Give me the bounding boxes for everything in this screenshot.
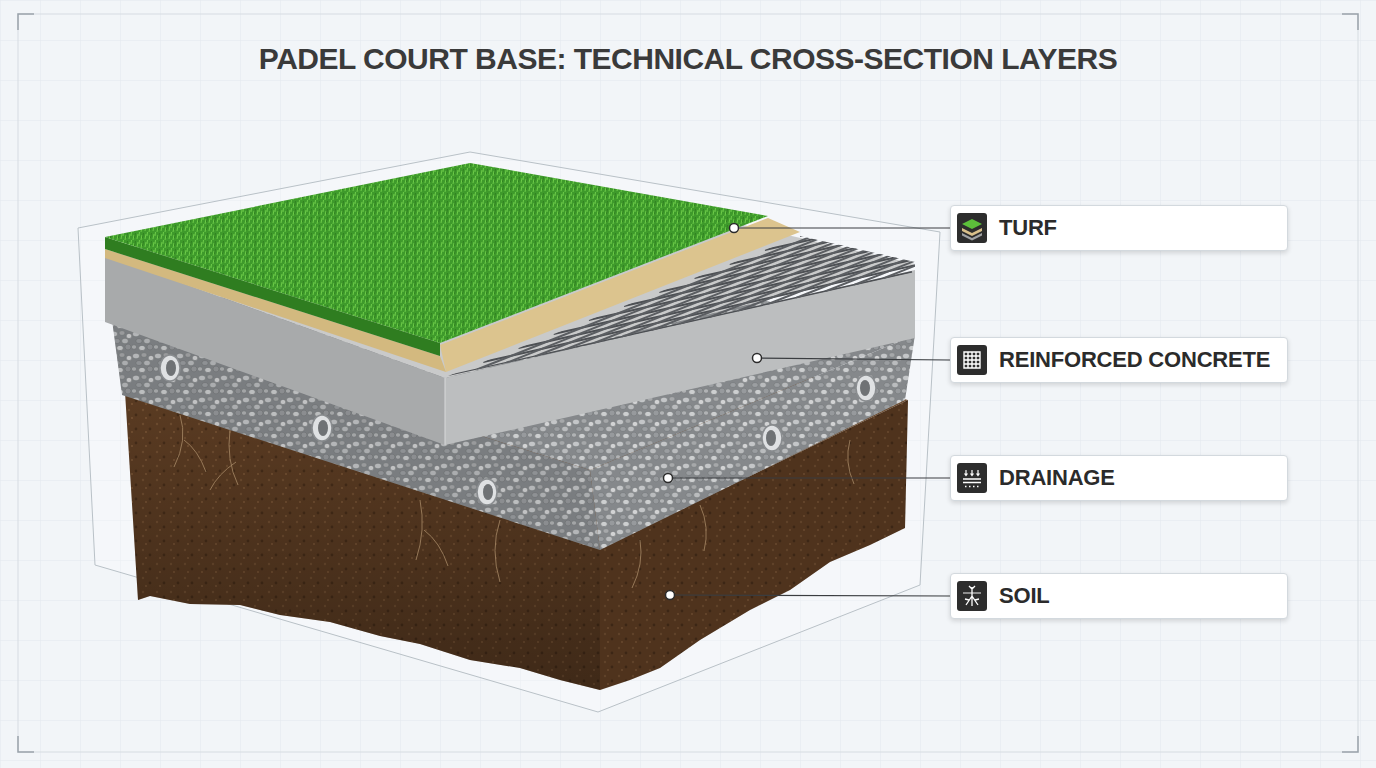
pipe-bore bbox=[483, 484, 493, 500]
concrete-edge bbox=[445, 378, 446, 445]
pipe bbox=[312, 415, 332, 441]
pipe-bore bbox=[318, 420, 328, 436]
turf-top bbox=[105, 163, 768, 343]
pipe-bore bbox=[166, 360, 176, 376]
leader-dot bbox=[753, 354, 762, 363]
leader-line bbox=[668, 477, 950, 478]
pipe bbox=[856, 375, 876, 401]
icon-tile bbox=[957, 345, 987, 375]
wire-box bbox=[78, 152, 940, 712]
pipe bbox=[477, 479, 497, 505]
layer-icon bbox=[957, 213, 987, 243]
layer-label: TURF bbox=[999, 215, 1057, 241]
icon-drops bbox=[965, 470, 980, 476]
frame-corner bbox=[18, 14, 1358, 752]
callout-box: DRAINAGE bbox=[950, 455, 1288, 501]
layer-icon bbox=[957, 581, 987, 611]
layer-icon bbox=[957, 463, 987, 493]
callout-box: REINFORCED CONCRETE bbox=[950, 337, 1288, 383]
title-wrap: PADEL COURT BASE: TECHNICAL CROSS-SECTIO… bbox=[0, 42, 1376, 76]
icon-tile bbox=[957, 213, 987, 243]
leader-line bbox=[734, 227, 950, 228]
leader-dot bbox=[730, 224, 739, 233]
leader-line bbox=[757, 358, 950, 360]
leader-line bbox=[670, 595, 950, 596]
pipe-bore bbox=[860, 380, 870, 396]
frame bbox=[18, 14, 1358, 752]
leader-dot bbox=[664, 474, 673, 483]
leader-dot bbox=[666, 591, 675, 600]
pipe-bore bbox=[766, 430, 776, 446]
icon-roots bbox=[965, 586, 979, 606]
callout-box: SOIL bbox=[950, 573, 1288, 619]
icon-grid bbox=[964, 352, 980, 368]
icon-layer bbox=[962, 228, 982, 236]
pipe bbox=[762, 425, 782, 451]
callout-box: TURF bbox=[950, 205, 1288, 251]
icon-tile bbox=[957, 581, 987, 611]
icon-tile bbox=[957, 463, 987, 493]
layer-icon bbox=[957, 345, 987, 375]
title: PADEL COURT BASE: TECHNICAL CROSS-SECTIO… bbox=[259, 42, 1117, 76]
layer-label: SOIL bbox=[999, 583, 1050, 609]
icon-layer bbox=[962, 219, 982, 229]
layer-label: DRAINAGE bbox=[999, 465, 1115, 491]
layer-label: REINFORCED CONCRETE bbox=[999, 347, 1270, 373]
icon-lines bbox=[963, 479, 981, 483]
icon-dots bbox=[965, 486, 979, 487]
pipe bbox=[160, 355, 180, 381]
